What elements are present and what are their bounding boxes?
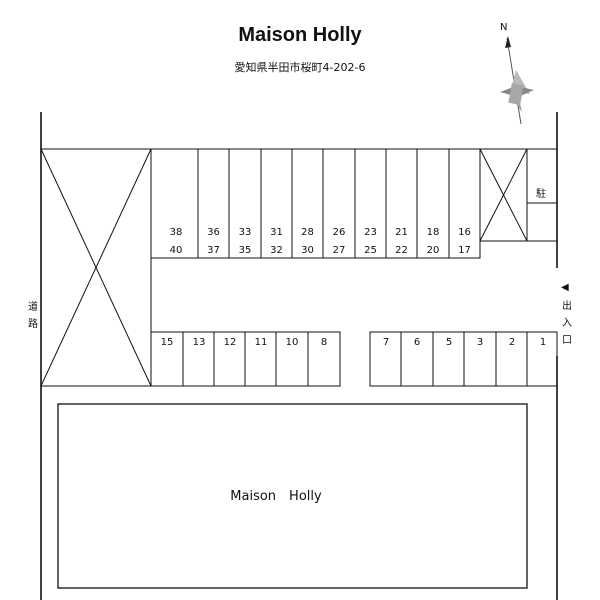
space-number: 27 bbox=[333, 245, 346, 256]
space-number: 8 bbox=[321, 337, 327, 348]
parking-space: 3 bbox=[463, 331, 497, 387]
parking-space-pair: 28 30 bbox=[291, 148, 324, 259]
parking-space: 5 bbox=[432, 331, 465, 387]
space-number: 30 bbox=[301, 245, 314, 256]
compass-rose-icon: N bbox=[500, 22, 534, 125]
entrance-label-3: 口 bbox=[562, 335, 572, 346]
space-number: 33 bbox=[239, 227, 252, 238]
space-number: 20 bbox=[427, 245, 440, 256]
compass-north-label: N bbox=[500, 22, 507, 33]
building bbox=[57, 403, 528, 589]
parking-space-pair: 21 22 bbox=[385, 148, 418, 259]
entrance-label-1: 出 bbox=[562, 299, 572, 312]
road-label-1: 道 bbox=[28, 300, 38, 313]
entrance-label-2: 入 bbox=[562, 318, 572, 329]
parking-space: 11 bbox=[244, 331, 277, 387]
space-number: 3 bbox=[477, 337, 483, 348]
road-label-2: 路 bbox=[28, 317, 38, 330]
parking-space: 13 bbox=[182, 331, 215, 387]
parking-space: 7 bbox=[369, 331, 402, 387]
space-number: 16 bbox=[458, 227, 471, 238]
parking-space-pair: 33 35 bbox=[228, 148, 262, 259]
space-number: 38 bbox=[170, 227, 183, 238]
space-number: 10 bbox=[286, 337, 299, 348]
space-number: 6 bbox=[414, 337, 420, 348]
parking-space-pair: 26 27 bbox=[322, 148, 356, 259]
parking-space-pair: 23 25 bbox=[354, 148, 387, 259]
space-number: 21 bbox=[395, 227, 408, 238]
space-number: 23 bbox=[364, 227, 377, 238]
space-number: 36 bbox=[207, 227, 220, 238]
parking-space: 6 bbox=[400, 331, 434, 387]
space-number: 11 bbox=[255, 337, 268, 348]
space-number: 18 bbox=[427, 227, 440, 238]
parking-space: 8 bbox=[307, 331, 341, 387]
parking-space-pair: 38 40 bbox=[150, 148, 199, 259]
space-number: 7 bbox=[383, 337, 389, 348]
space-number: 31 bbox=[270, 227, 283, 238]
space-number: 13 bbox=[193, 337, 206, 348]
space-number: 1 bbox=[540, 337, 546, 348]
parking-space: 12 bbox=[213, 331, 246, 387]
parking-space: 10 bbox=[275, 331, 309, 387]
parking-space: 1 bbox=[526, 331, 558, 387]
space-number: 12 bbox=[224, 337, 237, 348]
parking-space: 15 bbox=[150, 331, 184, 387]
space-number: 40 bbox=[170, 245, 183, 256]
space-number: 26 bbox=[333, 227, 346, 238]
address: 愛知県半田市桜町4-202-6 bbox=[234, 61, 366, 74]
entrance-arrow-icon: ◀ bbox=[561, 282, 569, 293]
left-crossed-area bbox=[40, 148, 152, 387]
parking-space-pair: 31 32 bbox=[260, 148, 293, 259]
parking-space: 2 bbox=[495, 331, 528, 387]
space-number: 15 bbox=[161, 337, 174, 348]
parking-space-pair: 36 37 bbox=[197, 148, 230, 259]
space-number: 28 bbox=[301, 227, 314, 238]
space-number: 35 bbox=[239, 245, 252, 256]
space-number: 32 bbox=[270, 245, 283, 256]
space-number: 5 bbox=[446, 337, 452, 348]
space-number: 22 bbox=[395, 245, 408, 256]
space-number: 17 bbox=[458, 245, 471, 256]
bike-parking-label: 駐 bbox=[536, 187, 546, 200]
space-number: 25 bbox=[364, 245, 377, 256]
parking-spaces: 3840363733353132283026272325212218201617… bbox=[150, 148, 558, 387]
building-name: Maison Holly bbox=[230, 489, 322, 504]
central-lane bbox=[150, 257, 557, 333]
page-title: Maison Holly bbox=[238, 24, 362, 46]
space-number: 37 bbox=[207, 245, 220, 256]
space-number: 2 bbox=[509, 337, 515, 348]
